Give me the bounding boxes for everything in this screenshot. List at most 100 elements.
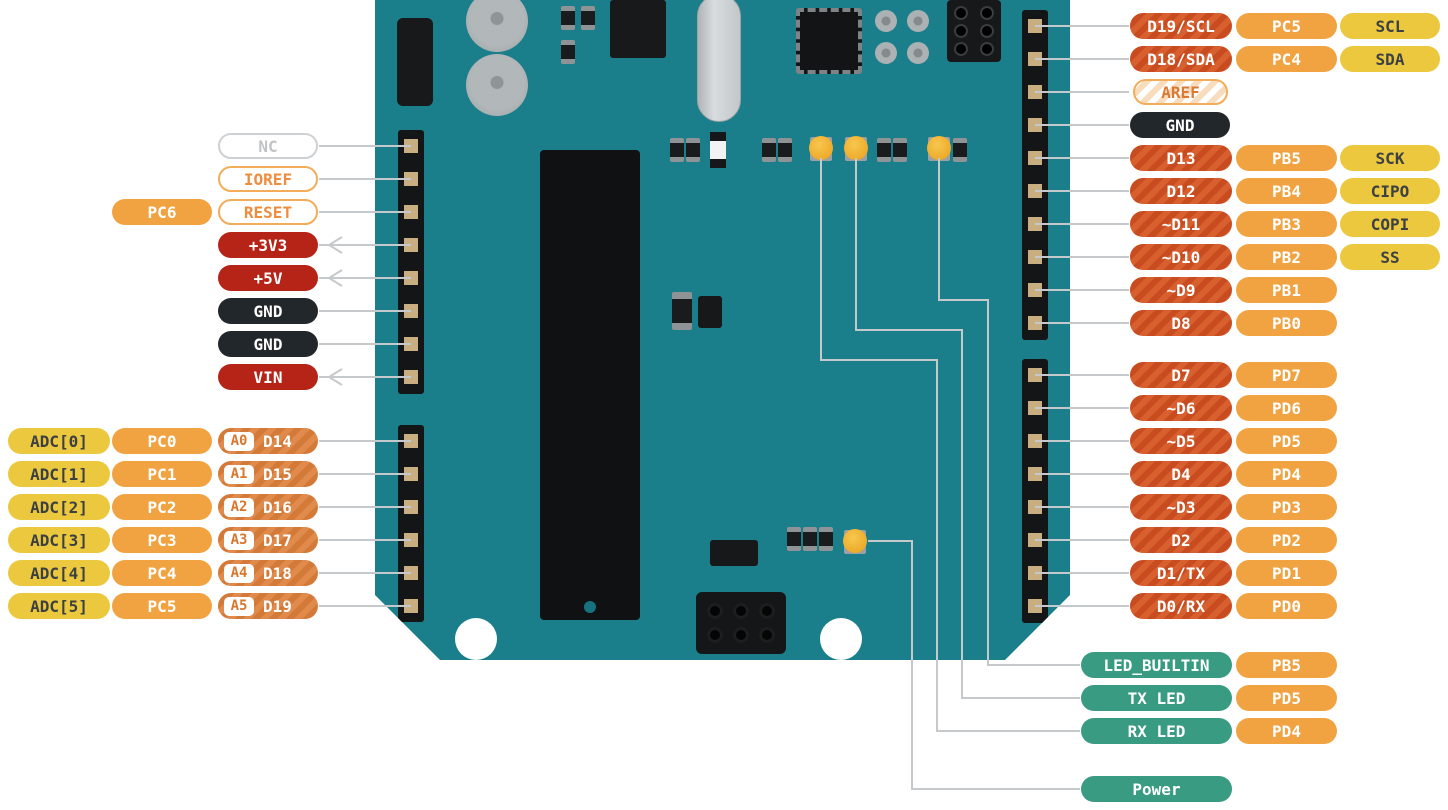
solder-pad bbox=[907, 42, 929, 64]
mounting-hole bbox=[455, 618, 497, 660]
analog-digital-pill: A2 D16 bbox=[218, 494, 318, 520]
smd-component bbox=[561, 40, 575, 64]
capacitor bbox=[466, 0, 528, 52]
digital-name-label: D16 bbox=[263, 497, 292, 517]
pin-row-gnd-1: GND bbox=[218, 298, 318, 324]
port-pill: PC3 bbox=[112, 527, 212, 553]
pin-row-a3: ADC[3] PC3 A3 D17 bbox=[8, 527, 318, 553]
port-pill: PD4 bbox=[1236, 718, 1337, 744]
pin-row-5v: +5V bbox=[218, 265, 318, 291]
port-pill: PC6 bbox=[112, 199, 212, 225]
pin-row-d2: D2 PD2 bbox=[1130, 527, 1337, 553]
pin-name-pill: D8 bbox=[1130, 310, 1232, 336]
smd-component bbox=[710, 132, 726, 168]
pin-name-pill: D18/SDA bbox=[1130, 46, 1232, 72]
smd-component bbox=[893, 138, 907, 162]
pin-name-pill: GND bbox=[1130, 112, 1230, 138]
pin-name-pill: D1/TX bbox=[1130, 560, 1232, 586]
pin-row-d4: D4 PD4 bbox=[1130, 461, 1337, 487]
port-pill: PD5 bbox=[1236, 428, 1337, 454]
pin-name-pill: ~D10 bbox=[1130, 244, 1232, 270]
function-pill: CIPO bbox=[1340, 178, 1440, 204]
smd-component bbox=[686, 138, 700, 162]
led-name-pill: Power bbox=[1081, 776, 1232, 802]
function-pill: SDA bbox=[1340, 46, 1440, 72]
pin-row-d11: ~D11 PB3 COPI bbox=[1130, 211, 1440, 237]
crystal-oscillator bbox=[697, 0, 741, 122]
main-mcu-chip bbox=[540, 150, 640, 620]
pin-name-pill: +3V3 bbox=[218, 232, 318, 258]
port-pill: PB2 bbox=[1236, 244, 1337, 270]
port-pill: PD3 bbox=[1236, 494, 1337, 520]
analog-pin-labels: ADC[0] PC0 A0 D14 ADC[1] PC1 A1 D15 ADC[… bbox=[8, 428, 318, 619]
port-pill: PD0 bbox=[1236, 593, 1337, 619]
analog-name-box: A5 bbox=[224, 596, 254, 616]
right-lower-labels: D7 PD7 ~D6 PD6 ~D5 PD5 D4 PD4 ~D3 PD3 D2… bbox=[1130, 362, 1337, 619]
arduino-board bbox=[375, 0, 1070, 660]
adc-pill: ADC[2] bbox=[8, 494, 110, 520]
port-pill: PC0 bbox=[112, 428, 212, 454]
pin-name-pill: GND bbox=[218, 331, 318, 357]
pin-header-power bbox=[398, 130, 424, 394]
pin-name-pill: AREF bbox=[1133, 79, 1228, 105]
pin-name-pill: D7 bbox=[1130, 362, 1232, 388]
pin-name-pill: D0/RX bbox=[1130, 593, 1232, 619]
led-row-tx: TX LED PD5 bbox=[1081, 685, 1337, 711]
port-pill: PB0 bbox=[1236, 310, 1337, 336]
header-pin-hole bbox=[733, 603, 749, 619]
port-pill: PD1 bbox=[1236, 560, 1337, 586]
pin-row-reset: PC6 RESET bbox=[112, 199, 318, 225]
analog-digital-pill: A3 D17 bbox=[218, 527, 318, 553]
pin-row-d3: ~D3 PD3 bbox=[1130, 494, 1337, 520]
digital-name-label: D18 bbox=[263, 563, 292, 583]
mounting-hole bbox=[820, 618, 862, 660]
pin-name-pill: +5V bbox=[218, 265, 318, 291]
pin-row-ioref: IOREF bbox=[218, 166, 318, 192]
pin-row-d19-scl: D19/SCL PC5 SCL bbox=[1130, 13, 1440, 39]
header-pin-hole bbox=[980, 24, 994, 38]
function-pill: SCL bbox=[1340, 13, 1440, 39]
analog-name-box: A3 bbox=[224, 530, 254, 550]
smd-component bbox=[778, 138, 792, 162]
analog-digital-pill: A4 D18 bbox=[218, 560, 318, 586]
pin-row-a4: ADC[4] PC4 A4 D18 bbox=[8, 560, 318, 586]
pin-row-gnd-2: GND bbox=[218, 331, 318, 357]
power-led bbox=[843, 529, 867, 553]
header-pin-hole bbox=[954, 6, 968, 20]
analog-name-box: A0 bbox=[224, 431, 254, 451]
pin-row-d8: D8 PB0 bbox=[1130, 310, 1440, 336]
port-pill: PB3 bbox=[1236, 211, 1337, 237]
port-pill: PC1 bbox=[112, 461, 212, 487]
digital-name-label: D17 bbox=[263, 530, 292, 550]
smd-component bbox=[819, 527, 833, 551]
header-pin-hole bbox=[707, 603, 723, 619]
adc-pill: ADC[4] bbox=[8, 560, 110, 586]
pin-row-a2: ADC[2] PC2 A2 D16 bbox=[8, 494, 318, 520]
capacitor bbox=[466, 54, 528, 116]
adc-pill: ADC[1] bbox=[8, 461, 110, 487]
pin-name-pill: ~D11 bbox=[1130, 211, 1232, 237]
led-row-power: Power bbox=[1081, 776, 1232, 802]
header-pin-hole bbox=[954, 24, 968, 38]
pin-name-pill: D19/SCL bbox=[1130, 13, 1232, 39]
header-pin-hole bbox=[954, 42, 968, 56]
led-row-builtin: LED_BUILTIN PB5 bbox=[1081, 652, 1337, 678]
pin-row-vin: VIN bbox=[218, 364, 318, 390]
header-pin-hole bbox=[759, 627, 775, 643]
pin-row-d7: D7 PD7 bbox=[1130, 362, 1337, 388]
pin-row-gnd: GND bbox=[1130, 112, 1440, 138]
rx-led bbox=[809, 136, 833, 160]
smd-component bbox=[953, 138, 967, 162]
pin-row-nc: NC bbox=[218, 133, 318, 159]
analog-name-box: A2 bbox=[224, 497, 254, 517]
smd-component bbox=[698, 296, 722, 328]
adc-pill: ADC[3] bbox=[8, 527, 110, 553]
pin-row-a1: ADC[1] PC1 A1 D15 bbox=[8, 461, 318, 487]
led-name-pill: TX LED bbox=[1081, 685, 1232, 711]
port-pill: PD5 bbox=[1236, 685, 1337, 711]
pin-row-d13: D13 PB5 SCK bbox=[1130, 145, 1440, 171]
function-pill: SCK bbox=[1340, 145, 1440, 171]
pin-name-pill: IOREF bbox=[218, 166, 318, 192]
pin-name-pill: D4 bbox=[1130, 461, 1232, 487]
right-upper-labels: D19/SCL PC5 SCL D18/SDA PC4 SDA AREF GND… bbox=[1130, 13, 1440, 336]
